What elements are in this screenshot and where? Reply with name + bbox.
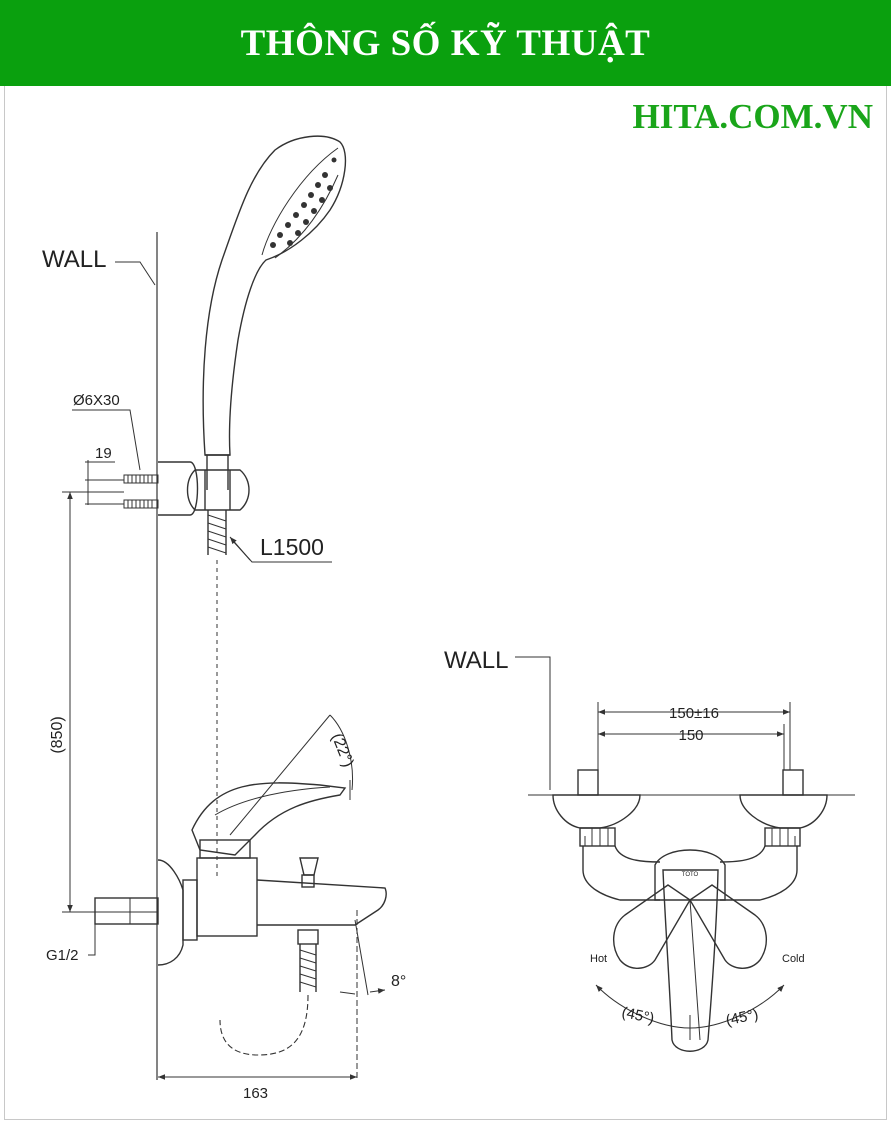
brand-logo-text: TOTO <box>682 872 699 878</box>
hose-length-label: L1500 <box>260 534 324 560</box>
front-wall-leader <box>515 656 551 790</box>
inlet-pipe <box>94 897 159 925</box>
wall-leader <box>115 261 156 286</box>
side-view <box>62 135 387 1080</box>
inlet-leader <box>88 900 96 956</box>
drawing-frame <box>4 86 887 1120</box>
dim-19-label: 19 <box>95 445 112 462</box>
wall-screws <box>123 474 159 509</box>
cold-angle-label: (45°) <box>724 1006 760 1029</box>
lever-angle-label: (22°) <box>328 731 357 770</box>
cold-label: Cold <box>782 953 805 965</box>
page-title: THÔNG SỐ KỸ THUẬT <box>240 22 651 64</box>
dim-outer-label: 150±16 <box>669 705 719 722</box>
inlet-thread-label: G1/2 <box>46 947 79 964</box>
screw-leader <box>72 409 141 471</box>
wall-bracket <box>158 461 250 516</box>
shower-handle-lower <box>206 455 229 490</box>
screw-spec-label: Ø6X30 <box>73 392 120 409</box>
shower-nozzles <box>270 157 337 248</box>
brand-watermark: HITA.COM.VN <box>632 97 873 136</box>
hot-angle-label: (45°) <box>620 1004 656 1027</box>
hot-label: Hot <box>590 953 607 965</box>
hose-loop <box>219 929 319 1056</box>
dim-850-label: (850) <box>49 716 66 753</box>
dim-163-label: 163 <box>243 1085 268 1102</box>
mixer-body <box>157 782 387 966</box>
spout-angle-label: 8° <box>391 973 406 990</box>
header-bar: THÔNG SỐ KỸ THUẬT <box>0 0 891 86</box>
hand-shower <box>202 135 347 456</box>
front-wall-label: WALL <box>444 647 508 674</box>
front-view <box>515 656 855 1052</box>
shower-hose <box>207 510 227 880</box>
dim-inner-label: 150 <box>678 727 703 744</box>
side-wall-label: WALL <box>42 246 106 273</box>
